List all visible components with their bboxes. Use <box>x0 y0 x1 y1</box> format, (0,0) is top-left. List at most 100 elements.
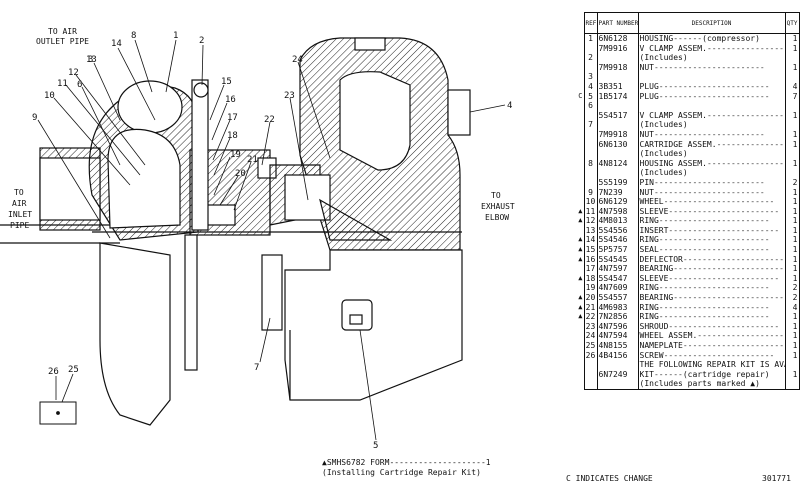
parts-table-row: 6 <box>573 101 800 111</box>
row-description-text: (Includes) <box>639 149 688 159</box>
row-qty <box>785 53 800 63</box>
row-description: RING----------------------- <box>638 283 786 294</box>
nameplate-inset <box>39 401 77 425</box>
row-part-number: 7M9916 <box>597 43 639 54</box>
row-description: WHEEL ASSEM.----------------------- <box>638 331 786 341</box>
row-ref-no: 17 <box>583 264 598 274</box>
row-description: HOUSING------(compressor) <box>638 33 786 44</box>
callout-26: 26 <box>48 367 59 377</box>
row-description: PLUG----------------------- <box>638 91 786 102</box>
row-part-number: 6N6128 <box>597 33 639 44</box>
row-mark: ▲ <box>578 206 583 215</box>
row-ref-no: 20 <box>583 293 598 303</box>
row-ref-no <box>583 43 598 54</box>
row-mark <box>573 149 584 159</box>
document-number: 301771 <box>762 474 791 483</box>
row-ref-no: 12 <box>583 216 598 226</box>
row-description: DEFLECTOR----------------------- <box>638 254 786 265</box>
row-mark <box>573 322 584 332</box>
callout-12: 12 <box>68 68 79 78</box>
row-mark <box>573 379 584 389</box>
row-description-text: WHEEL ASSEM. <box>639 331 698 341</box>
row-qty: 1 <box>785 264 800 274</box>
callout-14: 14 <box>111 39 122 49</box>
row-qty <box>785 168 800 178</box>
row-part-number: 5S4517 <box>597 110 639 121</box>
compressor-housing <box>88 80 330 241</box>
row-ref-no: 8 <box>583 158 598 169</box>
row-description: (Includes) <box>638 120 786 130</box>
row-mark <box>573 178 584 188</box>
callout-10: 10 <box>44 91 55 101</box>
row-description: WHEEL----------------------- <box>638 197 786 207</box>
parts-table-row: (Includes) <box>573 168 800 178</box>
callout-4: 4 <box>507 101 512 111</box>
row-qty: 4 <box>785 81 800 92</box>
row-ref-no <box>583 129 598 140</box>
row-mark: ▲ <box>578 312 583 321</box>
row-description: RING----------------------- <box>638 216 786 226</box>
callout-22: 22 <box>264 115 275 125</box>
row-description-text: NUT <box>639 62 654 72</box>
row-mark <box>573 351 584 361</box>
row-description-text: SHROUD <box>639 321 669 331</box>
row-part-number: 3B351 <box>597 81 639 92</box>
parts-table-row: 2(Includes) <box>573 53 800 63</box>
row-description-text: NAMEPLATE <box>639 341 683 350</box>
row-description-note: (compressor) <box>702 34 760 43</box>
row-part-number: 5S4545 <box>597 254 639 265</box>
form-reference-line1: ▲SMHS6782 FORM--------------------1 <box>322 458 491 467</box>
callout-20: 20 <box>235 169 246 179</box>
row-qty: 2 <box>785 177 800 188</box>
row-description-text: HOUSING <box>639 34 674 43</box>
row-description-text: INSERT <box>639 225 669 235</box>
row-description: SCREW----------------------- <box>638 350 786 361</box>
row-part-number: 4N7609 <box>597 283 639 294</box>
row-description: (Includes parts marked ▲) <box>638 379 786 390</box>
row-part-number: 5S4556 <box>597 225 639 236</box>
row-part-number <box>597 379 639 390</box>
row-description-text: V CLAMP ASSEM. <box>639 43 707 53</box>
row-ref-no: 13 <box>583 225 598 236</box>
row-mark <box>573 188 584 198</box>
callout-9: 9 <box>32 113 37 123</box>
row-ref-no: 21 <box>583 302 598 313</box>
row-ref-no: 1 <box>583 33 598 44</box>
row-qty: 1 <box>785 206 800 217</box>
row-qty: 1 <box>785 350 800 361</box>
row-qty <box>785 120 800 130</box>
label-to-exhaust-elbow-line2: EXHAUST <box>481 202 515 211</box>
label-to-exhaust-elbow-line3: ELBOW <box>485 213 509 222</box>
row-qty: 1 <box>785 62 800 73</box>
row-qty: 1 <box>785 139 800 150</box>
row-description: BEARING----------------------- <box>638 293 786 303</box>
row-qty: 1 <box>785 331 800 341</box>
row-part-number: 7N2856 <box>597 312 639 322</box>
row-mark <box>573 341 584 351</box>
row-description <box>638 101 786 111</box>
row-mark <box>573 44 584 54</box>
row-mark <box>573 72 584 82</box>
row-description: V CLAMP ASSEM.----------------------- <box>638 43 786 54</box>
callout-25: 25 <box>68 365 79 375</box>
row-mark <box>573 168 584 178</box>
row-description-text: RING <box>639 312 659 322</box>
row-description: (Includes) <box>638 53 786 63</box>
form-reference-line2: (Installing Cartridge Repair Kit) <box>322 468 481 477</box>
row-part-number: 4N8124 <box>597 158 639 169</box>
row-ref-no: 5 <box>583 91 598 102</box>
row-ref-no: 24 <box>583 331 598 341</box>
row-description: PIN----------------------- <box>638 177 786 188</box>
